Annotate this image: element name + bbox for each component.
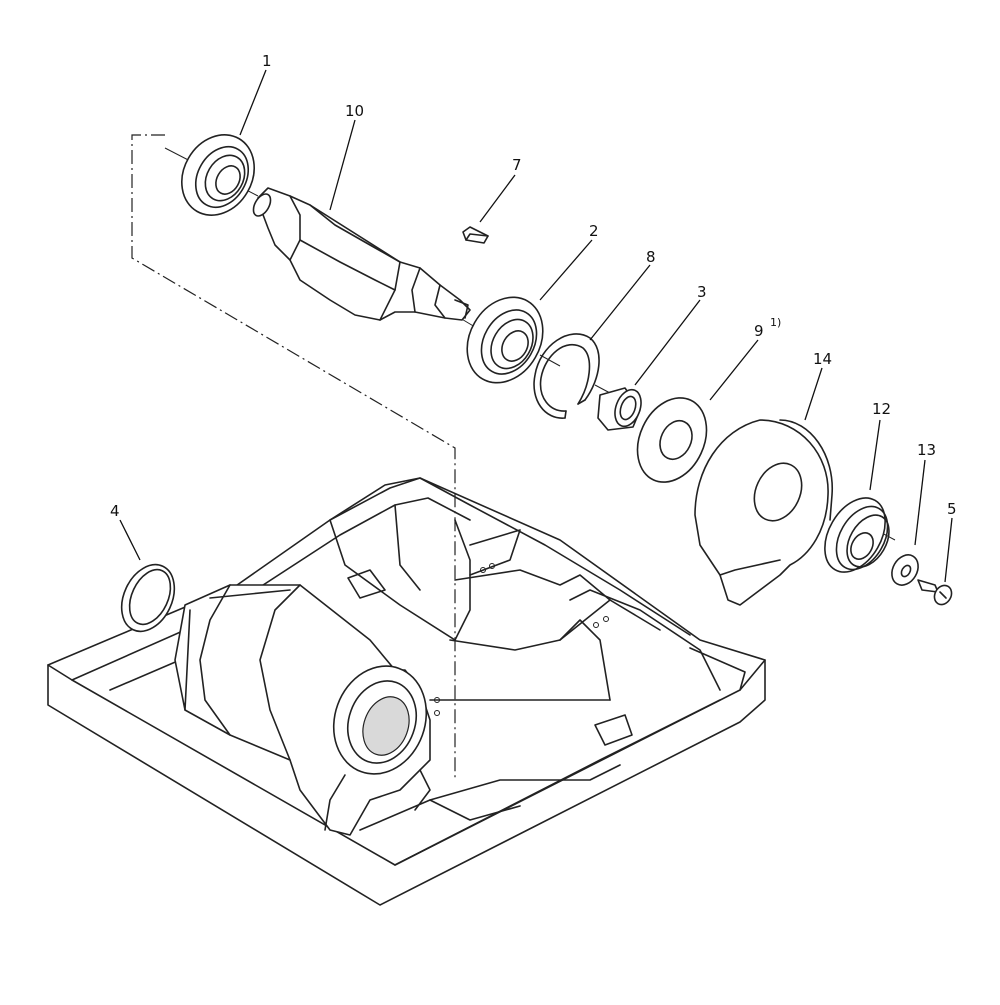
part-12-pulley <box>824 497 890 573</box>
part-13-washer <box>891 554 919 586</box>
part-2-bearing <box>466 296 544 384</box>
callout-8: 8 <box>646 248 656 266</box>
part-7-key <box>462 226 489 244</box>
part-9-washer <box>636 397 708 483</box>
callout-7: 7 <box>512 156 522 174</box>
callout-12: 12 <box>872 400 891 418</box>
callout-9: 9 <box>754 322 764 340</box>
base-plate <box>47 477 766 906</box>
callout-3: 3 <box>697 283 707 301</box>
part-14-cover <box>694 419 833 606</box>
callout-1: 1 <box>262 52 272 70</box>
part-3-spacer-sleeve <box>597 387 642 431</box>
callout-labels: 1 10 7 2 8 3 9 1) 14 12 13 5 4 <box>110 52 957 520</box>
part-8-circlip <box>533 333 600 419</box>
callout-9-footnote: 1) <box>770 316 781 329</box>
callout-2: 2 <box>589 222 599 240</box>
assembly-guide-line <box>131 134 456 778</box>
part-1-bearing <box>181 134 255 216</box>
part-5-screw <box>917 579 953 606</box>
callout-14: 14 <box>813 350 832 368</box>
leader-lines <box>119 69 953 583</box>
part-4-retaining-ring <box>120 563 176 633</box>
part-10-eccentric-shaft <box>252 187 471 321</box>
callout-4: 4 <box>110 502 120 520</box>
callout-10: 10 <box>345 102 364 120</box>
callout-13: 13 <box>917 441 936 459</box>
callout-5: 5 <box>947 500 957 518</box>
